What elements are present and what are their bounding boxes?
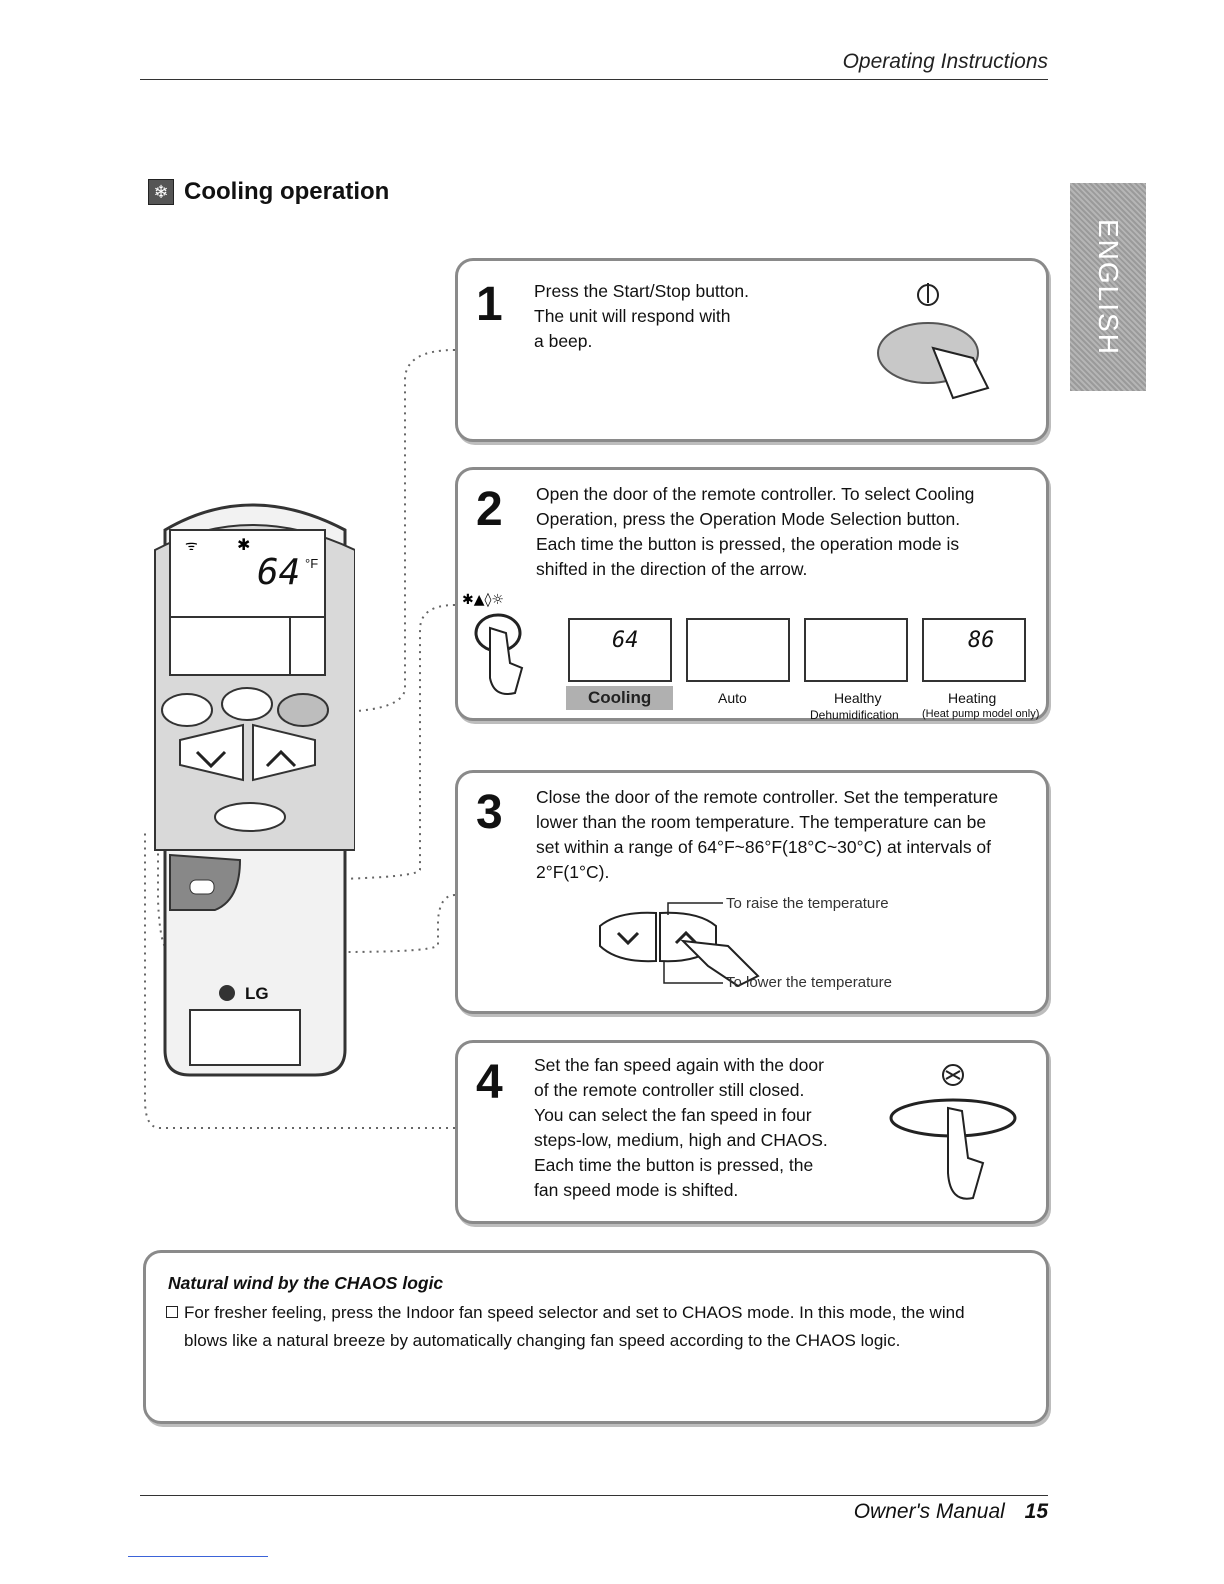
temperature-buttons-illustration bbox=[599, 902, 760, 988]
text-line: Operation, press the Operation Mode Sele… bbox=[536, 509, 961, 529]
lcd-auto bbox=[686, 618, 790, 682]
remote-display-unit: °F bbox=[305, 556, 319, 571]
footer: Owner's Manual 15 bbox=[854, 1500, 1048, 1524]
lcd-healthy bbox=[804, 618, 908, 682]
text-line: a beep. bbox=[534, 331, 593, 351]
lcd-heating: 86 bbox=[922, 618, 1026, 682]
raise-temp-hint: To raise the temperature bbox=[726, 895, 889, 912]
step-1-box: 1 Press the Start/Stop button. The unit … bbox=[455, 258, 1049, 442]
text-line: Set the fan speed again with the door bbox=[534, 1055, 824, 1075]
text-line: steps-low, medium, high and CHAOS. bbox=[534, 1130, 828, 1150]
step-2-box: 2 Open the door of the remote controller… bbox=[455, 467, 1049, 722]
chaos-note-box: Natural wind by the CHAOS logic For fres… bbox=[143, 1250, 1049, 1424]
lower-temp-hint: To lower the temperature bbox=[726, 974, 892, 991]
section-heading: ❄ Cooling operation bbox=[148, 178, 389, 206]
text-line: Each time the button is pressed, the ope… bbox=[536, 534, 960, 554]
mode-cooling-label: Cooling bbox=[566, 686, 674, 710]
mode-button-illustration: ✱▲◊☼ bbox=[462, 592, 524, 695]
lcd-temp: 64 bbox=[612, 628, 639, 653]
section-title: Cooling operation bbox=[184, 178, 390, 205]
snowflake-icon: ❄ bbox=[148, 179, 174, 205]
page-number: 15 bbox=[1024, 1500, 1048, 1523]
bottom-link-underline bbox=[128, 1556, 268, 1557]
footer-rule bbox=[140, 1495, 1048, 1496]
text-line: set within a range of 64°F~86°F(18°C~30°… bbox=[536, 837, 992, 857]
remote-brand: LG bbox=[245, 984, 269, 1003]
lcd-cooling: 64 bbox=[568, 618, 672, 682]
step-4-box: 4 Set the fan speed again with the door … bbox=[455, 1040, 1049, 1224]
svg-text:✱▲◊☼: ✱▲◊☼ bbox=[462, 592, 504, 608]
mode-heating-label: Heating bbox=[948, 690, 997, 706]
mode-heating-label-2: (Heat pump model only) bbox=[922, 708, 1040, 720]
text-line: shifted in the direction of the arrow. bbox=[536, 559, 808, 579]
text-line: Open the door of the remote controller. … bbox=[536, 484, 975, 504]
svg-text:✱: ✱ bbox=[237, 535, 250, 554]
text-line: 2°F(1°C). bbox=[536, 862, 610, 882]
step-1-text: Press the Start/Stop button. The unit wi… bbox=[534, 279, 749, 354]
svg-text:ᯤ: ᯤ bbox=[185, 538, 198, 554]
step-number: 1 bbox=[476, 278, 503, 331]
step-4-text: Set the fan speed again with the door of… bbox=[534, 1053, 828, 1203]
text-line: blows like a natural breeze by automatic… bbox=[184, 1331, 901, 1350]
fan-speed-button-illustration bbox=[889, 1064, 1017, 1200]
mode-healthy-label-2: Dehumidification bbox=[810, 708, 899, 722]
remote-controller: ᯤ ✱ 64 °F LG bbox=[145, 490, 356, 1080]
text-line: lower than the room temperature. The tem… bbox=[536, 812, 987, 832]
step-2-text: Open the door of the remote controller. … bbox=[536, 482, 1036, 582]
start-stop-button-illustration bbox=[877, 283, 990, 400]
step-number: 3 bbox=[476, 786, 503, 839]
text-line: You can select the fan speed in four bbox=[534, 1105, 812, 1125]
mode-healthy-label: Healthy bbox=[834, 690, 882, 706]
checkbox-bullet-icon bbox=[166, 1306, 178, 1318]
step-number: 4 bbox=[476, 1056, 503, 1109]
note-title: Natural wind by the CHAOS logic bbox=[168, 1273, 444, 1293]
note-body: For fresher feeling, press the Indoor fa… bbox=[166, 1299, 1026, 1355]
step-3-box: 3 Close the door of the remote controlle… bbox=[455, 770, 1049, 1014]
header-rule bbox=[140, 79, 1048, 80]
text-line: fan speed mode is shifted. bbox=[534, 1180, 739, 1200]
text-line: The unit will respond with bbox=[534, 306, 731, 326]
text-line: For fresher feeling, press the Indoor fa… bbox=[184, 1303, 965, 1322]
step-number: 2 bbox=[476, 483, 503, 536]
remote-display-temp: 64 bbox=[257, 552, 301, 593]
text-line: Close the door of the remote controller.… bbox=[536, 787, 999, 807]
text-line: Each time the button is pressed, the bbox=[534, 1155, 814, 1175]
language-tab-label: ENGLISH bbox=[1093, 218, 1124, 356]
text-line: Press the Start/Stop button. bbox=[534, 281, 749, 301]
footer-manual: Owner's Manual bbox=[853, 1500, 1005, 1523]
mode-auto-label: Auto bbox=[718, 690, 747, 706]
lcd-temp: 86 bbox=[968, 628, 995, 653]
step-3-text: Close the door of the remote controller.… bbox=[536, 785, 1036, 885]
text-line: of the remote controller still closed. bbox=[534, 1080, 805, 1100]
header-title: Operating Instructions bbox=[842, 50, 1048, 73]
language-tab: ENGLISH bbox=[1070, 183, 1146, 391]
